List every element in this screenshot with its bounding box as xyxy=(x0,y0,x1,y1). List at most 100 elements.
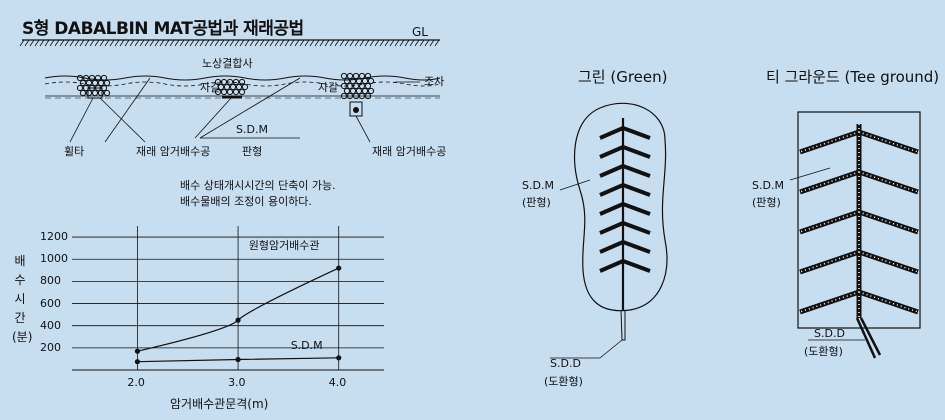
gravel-right xyxy=(340,72,375,100)
y-tick-label: 1200 xyxy=(40,230,68,244)
gravel-stone xyxy=(352,82,360,90)
tee-outline xyxy=(797,111,921,329)
green-sdm-leader xyxy=(559,179,591,191)
gravel-stone xyxy=(214,78,222,86)
gravel-stone xyxy=(79,89,87,97)
gravel-stone xyxy=(355,77,363,85)
gl-hatch-mark xyxy=(174,39,180,47)
gravel-stone xyxy=(241,83,249,91)
gl-hatch-mark xyxy=(264,39,270,47)
gravel-stone xyxy=(361,87,369,95)
gl-hatch-mark xyxy=(334,39,340,47)
gravel-stone xyxy=(226,88,234,96)
gl-hatch-mark xyxy=(24,39,30,47)
tee-sdm-leader xyxy=(789,167,831,181)
gravel-stone xyxy=(361,77,369,85)
gravel-stone xyxy=(340,82,348,90)
y-tick-label: 1000 xyxy=(40,252,68,266)
green-branch-right xyxy=(622,259,651,273)
x-axis-label: 암거배수관문격(m) xyxy=(170,397,269,411)
x-tick-label: 2.0 xyxy=(127,376,145,389)
gl-hatch-mark xyxy=(314,39,320,47)
gravel-label-right: 자갈 xyxy=(318,81,339,94)
gravel-stone xyxy=(226,78,234,86)
leader-conv-left-1 xyxy=(99,97,146,143)
gl-hatch-mark xyxy=(294,39,300,47)
gl-hatch-mark xyxy=(184,39,190,47)
series-point xyxy=(134,348,141,354)
y-tick-label: 800 xyxy=(40,274,61,288)
gravel-stone xyxy=(346,92,354,100)
gl-hatch-mark xyxy=(279,39,285,47)
leader-heultah xyxy=(69,97,94,143)
gravel-stone xyxy=(349,87,357,95)
gl-hatch xyxy=(19,39,440,47)
gl-hatch-mark xyxy=(259,39,265,47)
gl-hatch-mark xyxy=(379,39,385,47)
green-branch-left xyxy=(599,126,624,140)
gl-hatch-mark xyxy=(19,39,25,47)
green-sdd-sub: (도환형) xyxy=(544,375,583,388)
sand-label: 조사 xyxy=(424,75,445,88)
tee-branch xyxy=(858,289,919,315)
gl-hatch-mark xyxy=(34,39,40,47)
leader-sdm xyxy=(199,77,301,139)
tee-branch xyxy=(858,129,919,155)
green-branch-right xyxy=(622,183,651,197)
gravel-stone xyxy=(238,88,246,96)
tee-sdm-label: S.D.M xyxy=(752,179,784,192)
gravel-stone xyxy=(85,79,93,87)
gl-hatch-mark xyxy=(359,39,365,47)
gl-hatch-mark xyxy=(134,39,140,47)
green-branch-right xyxy=(622,240,651,254)
gl-hatch-mark xyxy=(429,39,435,47)
green-branch-left xyxy=(599,202,624,216)
gravel-stone xyxy=(97,79,105,87)
gravel-stone xyxy=(235,83,243,91)
green-branches xyxy=(599,126,651,273)
gl-hatch-mark xyxy=(299,39,305,47)
gravel-stone xyxy=(367,77,375,85)
gl-hatch-mark xyxy=(369,39,375,47)
gl-hatch-mark xyxy=(399,39,405,47)
gl-hatch-mark xyxy=(304,39,310,47)
gl-hatch-mark xyxy=(99,39,105,47)
gl-hatch-mark xyxy=(104,39,110,47)
gravel-stone xyxy=(88,74,96,82)
gravel-stone xyxy=(103,79,111,87)
gl-hatch-mark xyxy=(329,39,335,47)
gravel-stone xyxy=(232,88,240,96)
gl-hatch-mark xyxy=(234,39,240,47)
green-branch-left xyxy=(599,164,624,178)
gl-hatch-mark xyxy=(144,39,150,47)
x-tick-label: 3.0 xyxy=(228,376,246,389)
gl-hatch-mark xyxy=(249,39,255,47)
green-sdm-label: S.D.M xyxy=(522,179,554,192)
gravel-stone xyxy=(220,88,228,96)
gravel-stone xyxy=(229,83,237,91)
green-branch-right xyxy=(622,221,651,235)
series-label: S.D.M xyxy=(290,338,323,352)
gl-hatch-mark xyxy=(214,39,220,47)
green-title: 그린 (Green) xyxy=(578,68,668,86)
gl-hatch-mark xyxy=(339,39,345,47)
tee-branch xyxy=(799,209,860,235)
gravel-stone xyxy=(346,72,354,80)
surface-line-1 xyxy=(44,75,441,81)
gl-hatch-mark xyxy=(269,39,275,47)
green-branch-left xyxy=(599,259,624,273)
series-point xyxy=(336,355,342,361)
gravel-stone xyxy=(91,89,99,97)
tee-branch xyxy=(858,249,919,275)
green-outline xyxy=(573,102,668,312)
gravel-stone xyxy=(352,72,360,80)
gravel-stone xyxy=(343,77,351,85)
conv-drain-label-right: 재래 암거배수공 xyxy=(372,145,447,158)
leader-plate xyxy=(194,96,233,139)
series-point xyxy=(134,359,141,365)
tee-sdd-sub: (도환형) xyxy=(804,345,843,358)
gl-hatch-mark xyxy=(139,39,145,47)
